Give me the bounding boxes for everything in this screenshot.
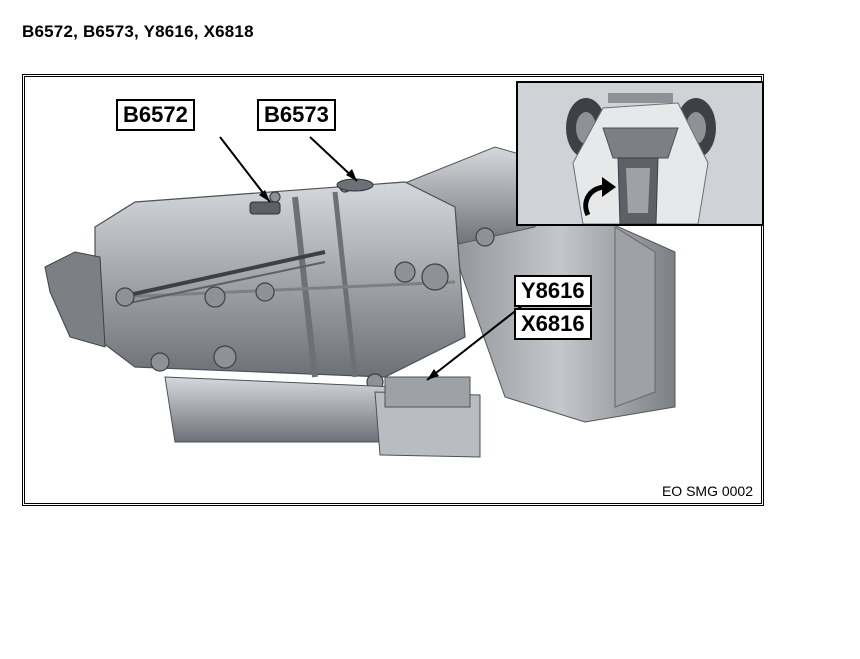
transmission-illustration (44, 136, 676, 458)
figure-code: EO SMG 0002 (661, 483, 753, 499)
vehicle-underbody-inset (516, 81, 764, 226)
page-title: B6572, B6573, Y8616, X6818 (22, 22, 254, 41)
callout-b6572: B6572 (116, 99, 195, 131)
vehicle-underbody-illustration (518, 83, 762, 224)
curved-arrow-icon (583, 177, 616, 217)
callout-x6816: X6816 (514, 308, 592, 340)
callout-b6573: B6573 (257, 99, 336, 131)
callout-y8616: Y8616 (514, 275, 592, 307)
figure-frame: B6572 B6573 Y8616 X6816 EO SMG 0002 (22, 74, 764, 506)
